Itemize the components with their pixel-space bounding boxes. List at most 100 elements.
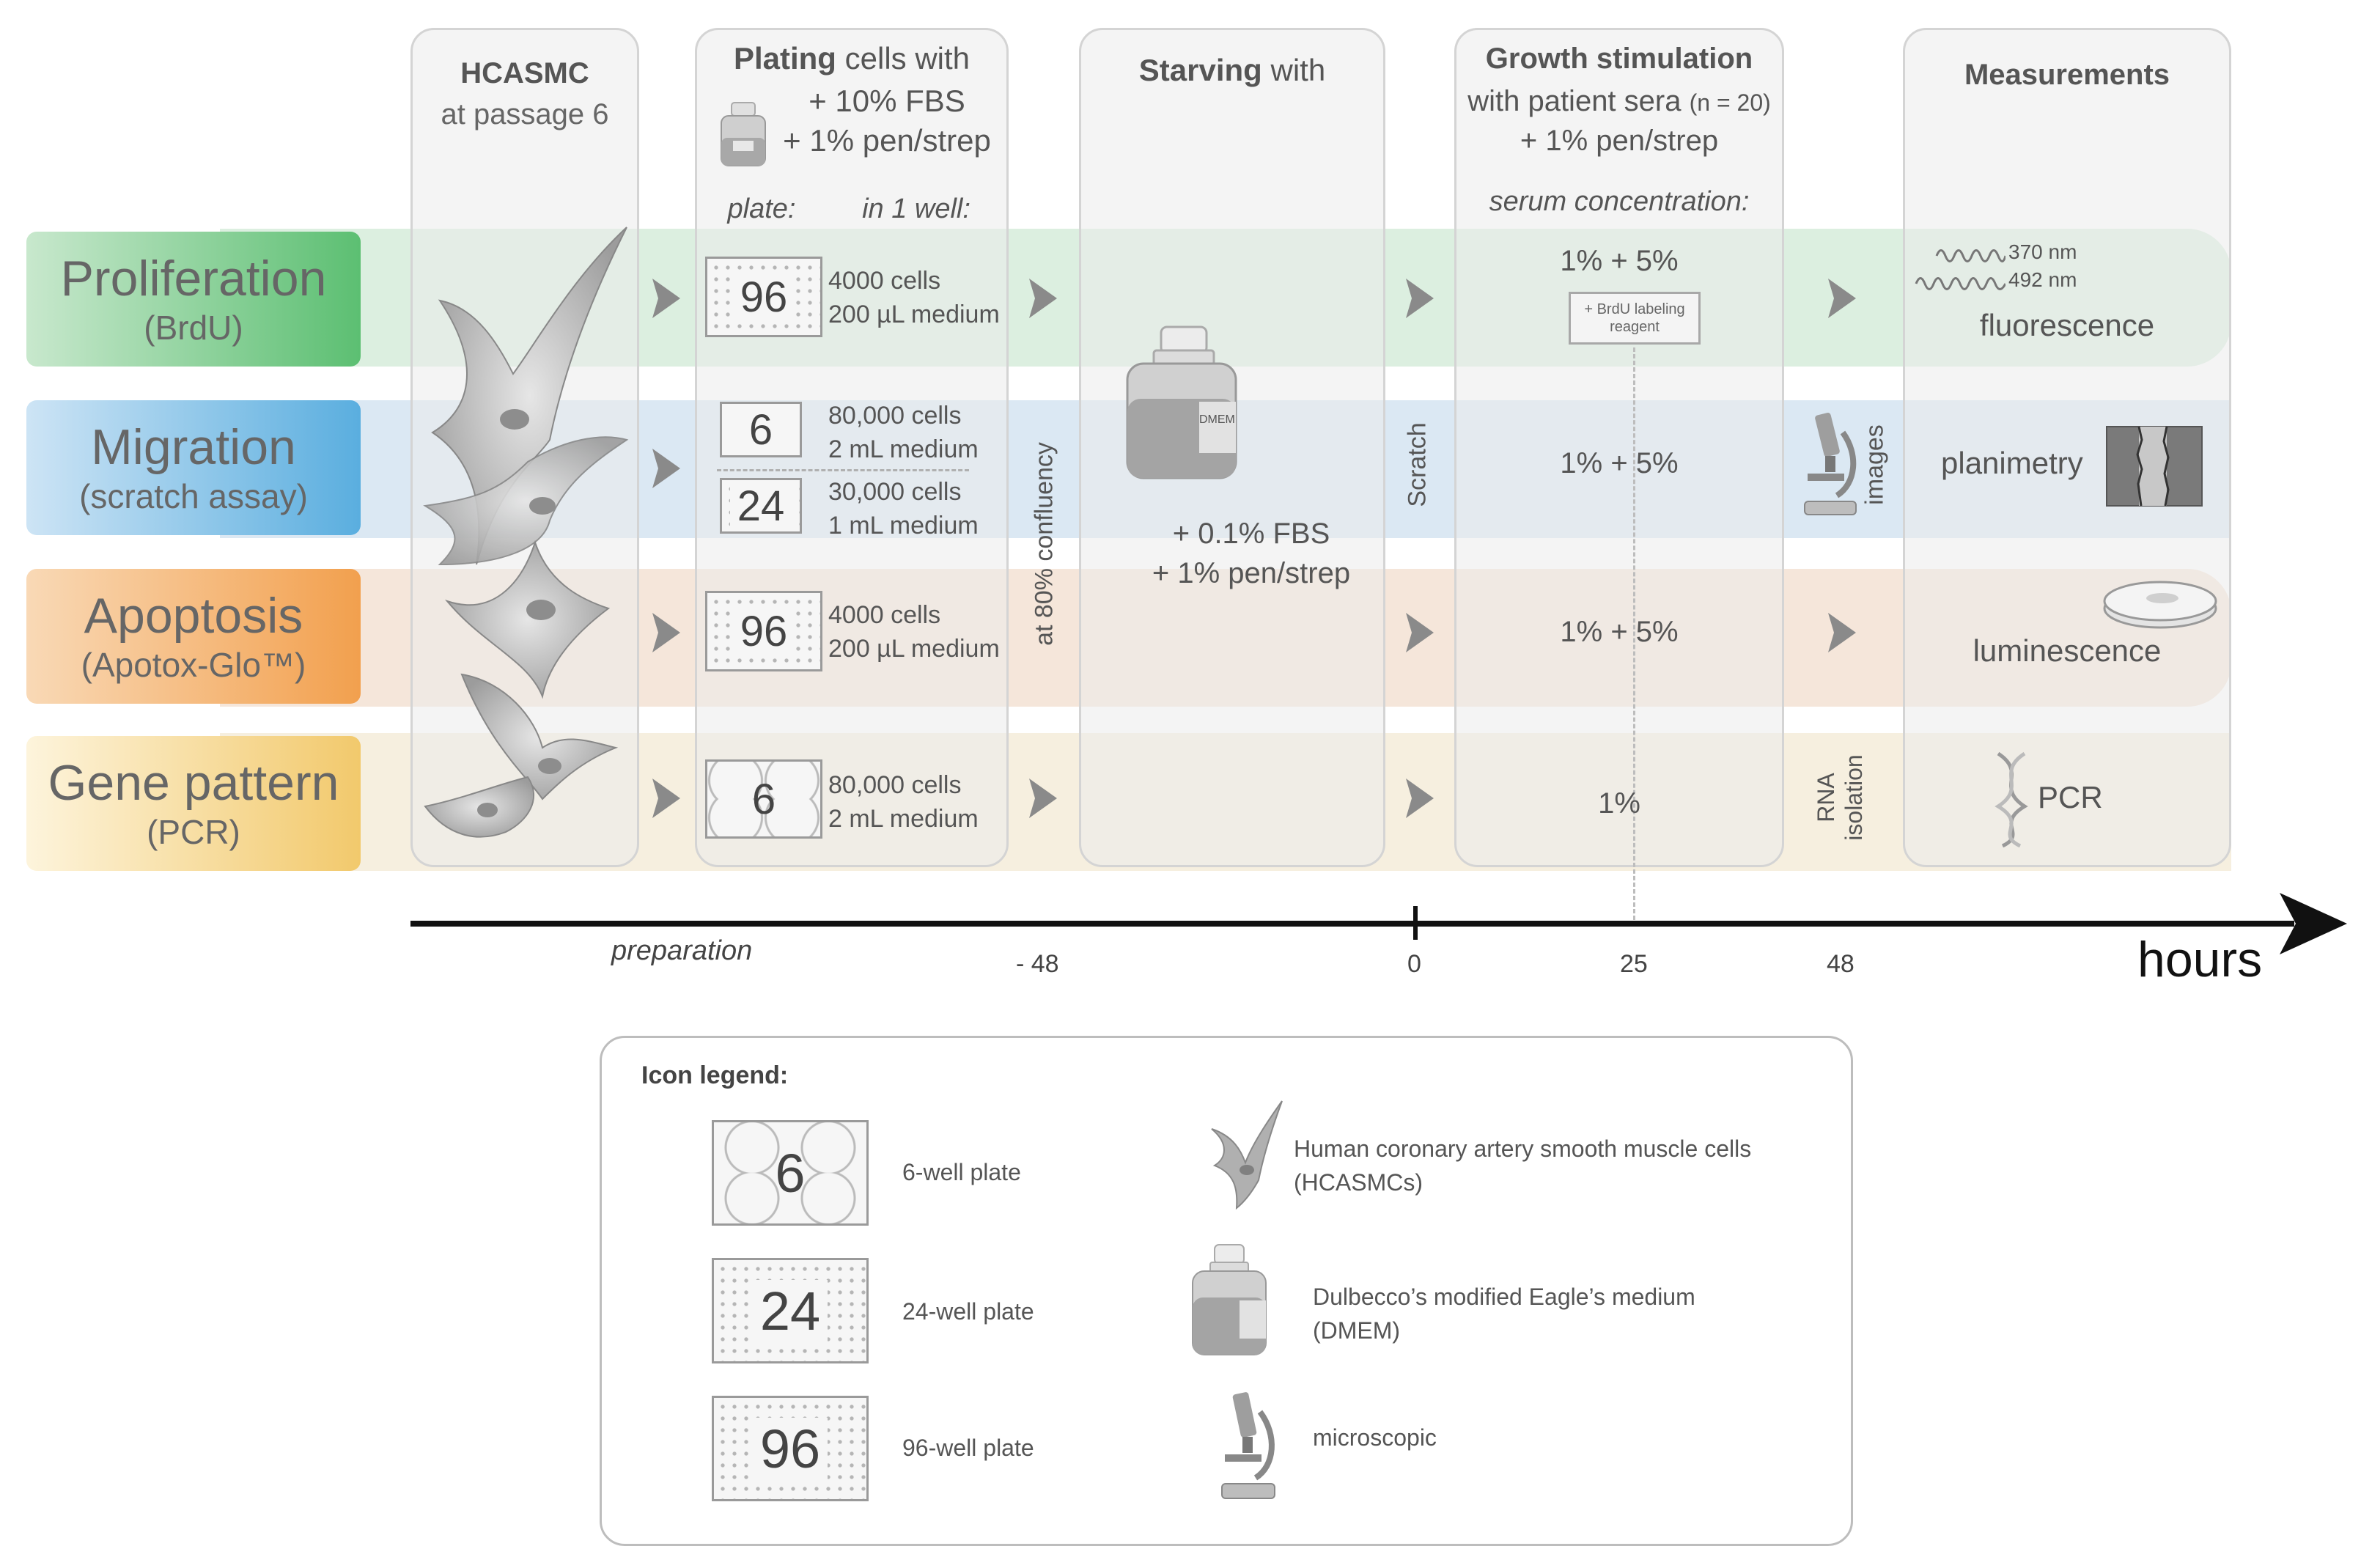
- legend-label: 6-well plate: [902, 1159, 1021, 1185]
- starving-title-rest: with: [1261, 53, 1326, 87]
- chevron-right-icon: [648, 776, 685, 821]
- row-label-migration: Migration (scratch assay): [26, 400, 361, 535]
- dna-helix-icon: [1994, 751, 2028, 847]
- plate-number: 6: [775, 1142, 806, 1204]
- row-name: Apoptosis: [84, 588, 303, 644]
- plate-number: 96: [752, 1417, 828, 1480]
- medium-per-well: 2 mL medium: [828, 805, 979, 833]
- dmem-bottle-icon: [1192, 1244, 1267, 1355]
- starving-line2: + 1% pen/strep: [1152, 557, 1351, 589]
- plating-title-rest: cells with: [836, 41, 970, 76]
- wavelength-492: 492 nm: [2008, 268, 2077, 291]
- medium-per-well: 200 µL medium: [828, 635, 1000, 663]
- microscope-icon: [1804, 413, 1857, 515]
- legend-dmem-line1: Dulbecco’s modified Eagle’s medium: [1313, 1284, 1695, 1310]
- legend-dmem-line2: (DMEM): [1313, 1317, 1401, 1344]
- chevron-right-icon: [648, 446, 685, 491]
- plate-number: 24: [729, 481, 792, 531]
- chevron-right-icon: [648, 610, 685, 655]
- petri-dish-icon: [2103, 581, 2217, 629]
- chevron-right-icon: [1402, 276, 1438, 321]
- row-label-proliferation: Proliferation (BrdU): [26, 232, 361, 367]
- brdu-reagent-text: + BrdU labeling reagent: [1584, 301, 1685, 335]
- legend-cell-line1: Human coronary artery smooth muscle cell…: [1294, 1135, 1752, 1162]
- timeline-axis: [410, 921, 2294, 927]
- wavelength-370: 370 nm: [2008, 240, 2077, 263]
- plate-column-label: plate:: [727, 194, 796, 224]
- legend-label: 96-well plate: [902, 1435, 1034, 1461]
- chevron-right-icon: [1025, 276, 1061, 321]
- 96-well-plate-icon: 96: [712, 1396, 869, 1501]
- chevron-right-icon: [1824, 276, 1860, 321]
- growth-line1: with patient sera (n = 20): [1447, 85, 1791, 118]
- hours-label: hours: [2137, 932, 2263, 987]
- pcr-label: PCR: [2038, 780, 2103, 814]
- row-method: (PCR): [147, 813, 240, 851]
- well-column-label: in 1 well:: [862, 194, 970, 224]
- legend-microscope-label: microscopic: [1313, 1424, 1437, 1451]
- serum-concentration-label: serum concentration:: [1489, 186, 1750, 217]
- smooth-muscle-cell-icon: [1211, 1100, 1283, 1210]
- preparation-label: preparation: [611, 935, 753, 966]
- starving-title: Starving with: [1079, 53, 1385, 88]
- 96-well-plate-icon: 96: [705, 591, 822, 671]
- wave-icon: [1935, 249, 2005, 262]
- plate-number: 6: [748, 405, 773, 454]
- measurements-column: [1903, 28, 2231, 867]
- rna-label-line1: RNA: [1813, 773, 1839, 822]
- starving-line1: + 0.1% FBS: [1172, 518, 1330, 550]
- luminescence-label: luminescence: [1973, 633, 2162, 668]
- cells-per-well: 4000 cells: [828, 267, 941, 295]
- growth-title: Growth stimulation: [1485, 43, 1753, 75]
- plating-title: Plating cells with: [695, 41, 1009, 76]
- images-label: images: [1860, 424, 1889, 505]
- serum-value: 1%: [1598, 787, 1640, 820]
- rna-label-line2: isolation: [1841, 754, 1867, 841]
- plating-line2: + 1% pen/strep: [783, 123, 991, 158]
- medium-per-well: 2 mL medium: [828, 435, 979, 463]
- 6-well-plate-icon: 6: [705, 759, 822, 839]
- medium-bottle-icon: [721, 102, 766, 166]
- fluorescence-label: fluorescence: [1979, 308, 2155, 342]
- row-method: (Apotox-Glo™): [81, 646, 306, 684]
- 96-well-plate-icon: 96: [705, 257, 822, 337]
- rna-isolation-label: RNA isolation: [1812, 717, 1868, 878]
- cells-per-well: 80,000 cells: [828, 771, 962, 799]
- row-name: Migration: [91, 419, 296, 475]
- plating-line1: + 10% FBS: [809, 84, 965, 118]
- serum-value: 1% + 5%: [1560, 245, 1679, 277]
- time-label: - 48: [1016, 950, 1059, 978]
- timepoint-25h-line: [1633, 347, 1635, 927]
- growth-line1-n: (n = 20): [1689, 89, 1771, 116]
- hcasmc-title: HCASMC: [460, 57, 589, 89]
- time-label: 25: [1620, 950, 1648, 978]
- time-label: 0: [1407, 950, 1421, 978]
- dmem-bottle-icon: [1126, 325, 1237, 479]
- timeline-tick-0: [1413, 906, 1418, 940]
- row-method: (scratch assay): [79, 477, 308, 515]
- growth-line2: + 1% pen/strep: [1520, 125, 1719, 157]
- plate-number: 96: [732, 272, 795, 322]
- 24-well-plate-icon: 24: [712, 1258, 869, 1363]
- medium-per-well: 1 mL medium: [828, 512, 979, 540]
- plate-number: 24: [752, 1279, 828, 1342]
- planimetry-label: planimetry: [1941, 446, 2083, 480]
- starving-title-bold: Starving: [1138, 53, 1262, 87]
- plate-divider: [717, 469, 969, 471]
- cells-per-well: 80,000 cells: [828, 402, 962, 430]
- growth-line1-main: with patient sera: [1467, 85, 1682, 117]
- chevron-right-icon: [1025, 776, 1061, 821]
- row-label-apoptosis: Apoptosis (Apotox-Glo™): [26, 569, 361, 704]
- confluency-label: at 80% confluency: [1030, 442, 1058, 646]
- plating-title-bold: Plating: [733, 41, 836, 76]
- microscope-icon: [1221, 1392, 1275, 1499]
- chevron-right-icon: [1402, 610, 1438, 655]
- 6-well-plate-icon: 6: [720, 402, 802, 457]
- row-name: Gene pattern: [48, 755, 339, 811]
- legend-label: 24-well plate: [902, 1298, 1034, 1325]
- row-label-gene-pattern: Gene pattern (PCR): [26, 736, 361, 871]
- chevron-right-icon: [1824, 610, 1860, 655]
- growth-column: [1454, 28, 1784, 867]
- serum-value: 1% + 5%: [1560, 447, 1679, 479]
